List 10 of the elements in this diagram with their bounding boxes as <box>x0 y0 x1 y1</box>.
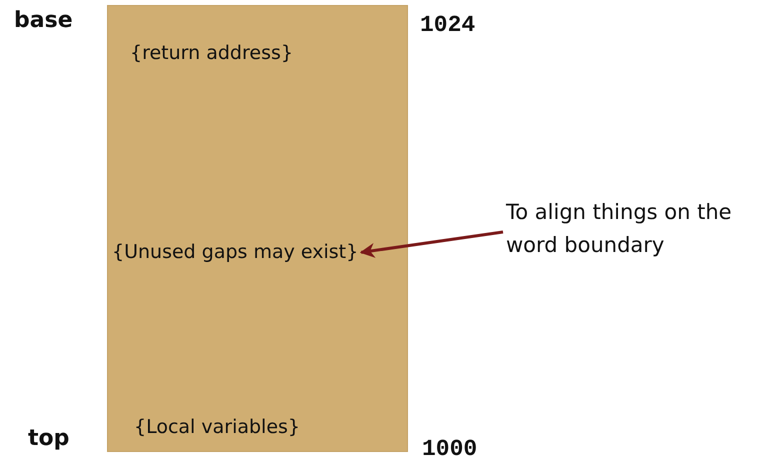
stack-entry-text: {return address} <box>130 42 293 65</box>
top-label: top <box>28 426 70 451</box>
arrow <box>360 230 504 258</box>
stack-entry-text: {Unused gaps may exist} <box>112 241 358 264</box>
stack-frame-box <box>107 5 408 452</box>
stack-entry-text: {Local variables} <box>134 416 300 439</box>
address-label: 1000 <box>422 436 478 460</box>
base-label: base <box>14 8 73 33</box>
address-label: 1024 <box>420 12 476 38</box>
annotation-text: To align things on the word boundary <box>506 196 766 262</box>
